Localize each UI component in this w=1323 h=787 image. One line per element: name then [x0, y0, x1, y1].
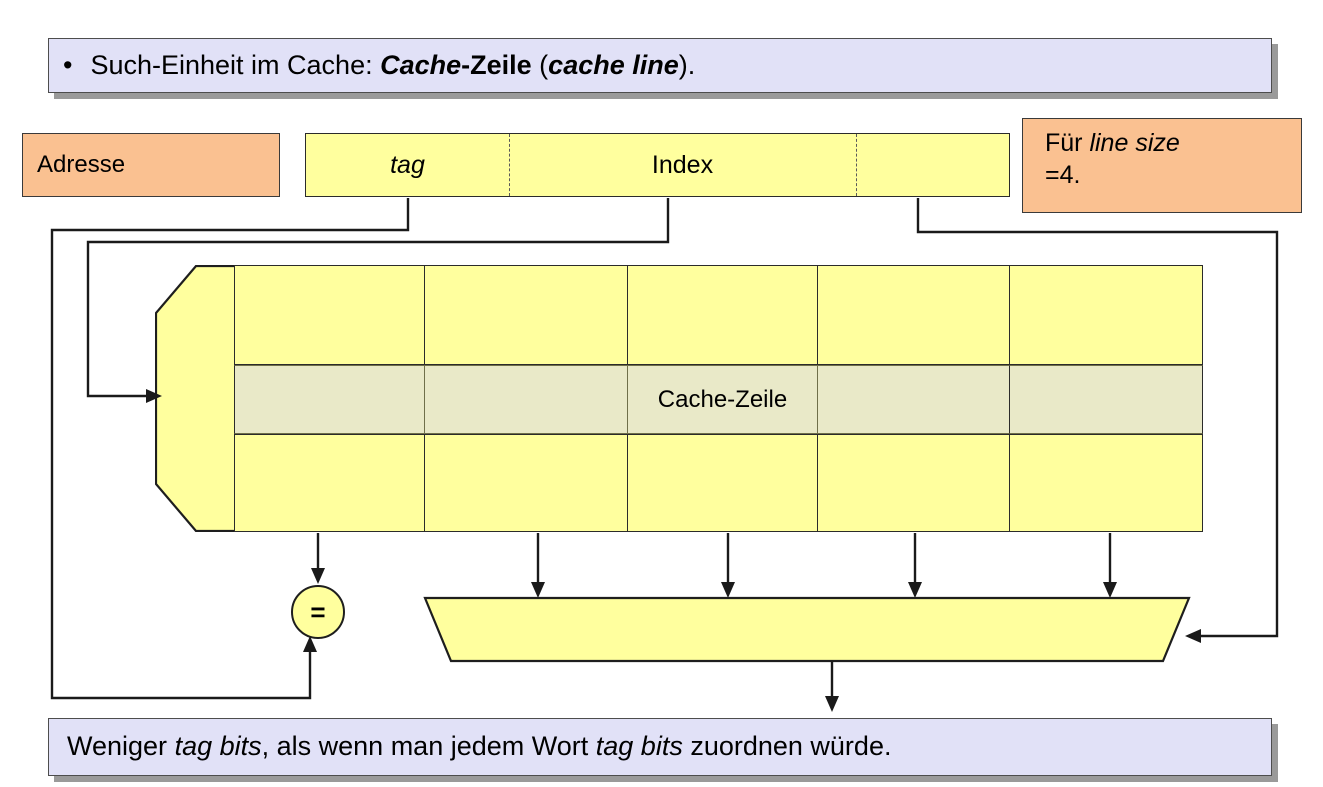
line-size-note-line2: =4. [1045, 161, 1081, 189]
top-banner-paren-open: ( [531, 49, 549, 80]
line-size-note-box: Für line size =4. [1022, 118, 1302, 213]
wire-mux-output-arrowhead [825, 696, 839, 712]
comparator-equals: = [291, 585, 345, 639]
cache-grid: Cache-Zeile [234, 265, 1203, 532]
top-banner-text: Such-Einheit im Cache: Cache-Zeile (cach… [90, 49, 696, 81]
cache-cell [627, 434, 818, 532]
line-size-note-prefix: Für [1045, 129, 1090, 157]
bottom-banner-part1: Weniger [67, 731, 175, 762]
cache-cell [234, 365, 425, 434]
top-banner-text-lead: Such-Einheit im Cache: [90, 49, 381, 80]
top-banner-paren-close: ). [678, 49, 696, 80]
multiplexer-outline [423, 596, 1191, 663]
cache-cell [234, 265, 425, 365]
bullet-icon: • [63, 50, 73, 80]
bottom-banner-part2: , als wenn man jedem Wort [261, 731, 596, 762]
top-banner-term-cacheline: cache line [548, 49, 679, 80]
cache-row-1-highlighted: Cache-Zeile [234, 365, 1203, 434]
bottom-banner: Weniger tag bits, als wenn man jedem Wor… [48, 718, 1272, 776]
cache-cell [424, 365, 628, 434]
bottom-banner-term2: tag bits [595, 731, 683, 762]
address-divider-tag-index [509, 134, 510, 196]
cache-cell [424, 434, 628, 532]
cache-cell [234, 434, 425, 532]
cache-row-2 [234, 434, 1203, 532]
address-field-bar: tag Index [305, 133, 1010, 197]
bottom-banner-text: Weniger tag bits, als wenn man jedem Wor… [67, 731, 892, 762]
line-size-note-term: line size [1089, 129, 1180, 157]
wire-tags-to-comparator-arrowhead [311, 568, 325, 584]
top-banner-term-zeile: -Zeile [461, 49, 532, 80]
address-divider-index-offset [856, 134, 857, 196]
cache-cell [817, 434, 1010, 532]
address-field-tag: tag [390, 150, 425, 179]
cache-cell [1009, 265, 1203, 365]
cache-row-0 [234, 265, 1203, 365]
cache-cell [424, 265, 628, 365]
bottom-banner-term1: tag bits [174, 731, 262, 762]
top-banner: • Such-Einheit im Cache: Cache-Zeile (ca… [48, 38, 1272, 93]
address-field-index: Index [651, 150, 714, 179]
bottom-banner-part3: zuordnen würde. [682, 731, 892, 762]
comparator-symbol: = [310, 596, 326, 627]
cache-cell [817, 365, 1010, 434]
cache-cell-line-label: Cache-Zeile [627, 365, 818, 434]
line-size-note-line1: Für line size [1045, 127, 1301, 159]
cache-cell [627, 265, 818, 365]
cache-cell [1009, 365, 1203, 434]
address-label: Adresse [37, 151, 126, 178]
tags-block-outline [155, 265, 237, 532]
cache-cell [817, 265, 1010, 365]
address-label-box: Adresse [22, 133, 280, 197]
cache-cell [1009, 434, 1203, 532]
top-banner-term-cache: Cache [380, 49, 462, 80]
